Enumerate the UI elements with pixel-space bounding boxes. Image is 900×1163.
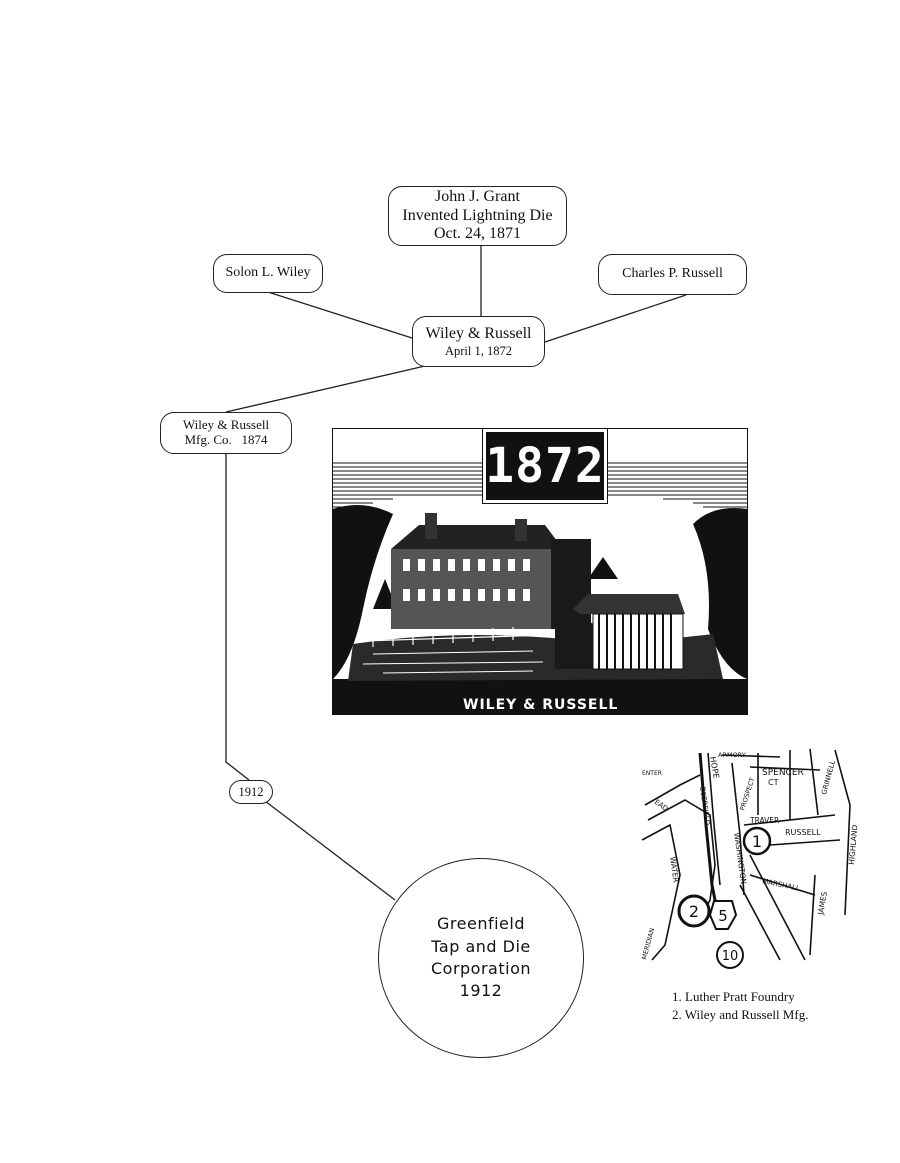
svg-text:1: 1 bbox=[752, 832, 762, 851]
street-james: JAMES bbox=[816, 891, 829, 917]
node-solon-wiley: Solon L. Wiley bbox=[213, 254, 323, 293]
node-john-grant: John J. Grant Invented Lightning Die Oct… bbox=[388, 186, 567, 246]
gtd-line4: 1912 bbox=[459, 981, 503, 1001]
street-enter: ENTER bbox=[642, 770, 662, 777]
node-charles-russell: Charles P. Russell bbox=[598, 254, 747, 295]
map-marker-10: 10 bbox=[716, 941, 744, 969]
node-greenfield-tap-die: Greenfield Tap and Die Corporation 1912 bbox=[378, 858, 584, 1058]
wiley-label: Solon L. Wiley bbox=[225, 265, 311, 281]
gtd-line1: Greenfield bbox=[437, 914, 525, 934]
street-water: WATER bbox=[668, 856, 681, 883]
y1912-label: 1912 bbox=[238, 784, 264, 799]
map-marker-1: 1 bbox=[742, 826, 772, 856]
wrmfg-line2: Mfg. Co. 1874 bbox=[184, 432, 268, 447]
link-1912-gtd bbox=[264, 800, 396, 901]
wrmfg-line1: Wiley & Russell bbox=[182, 417, 270, 433]
street-ct: CT bbox=[768, 778, 779, 787]
gtd-line2: Tap and Die bbox=[431, 936, 531, 956]
map-marker-2: 2 bbox=[677, 894, 711, 928]
link-russell-wr bbox=[544, 294, 687, 343]
legend-item-2: 2. Wiley and Russell Mfg. bbox=[672, 1006, 809, 1022]
link-wr-wrmfg bbox=[225, 365, 426, 413]
year-1872-badge: 1872 bbox=[482, 429, 608, 504]
factory-drawing bbox=[333, 462, 747, 714]
street-hope: HOPE bbox=[708, 756, 721, 779]
street-mead: EAD bbox=[653, 798, 670, 813]
svg-text:10: 10 bbox=[722, 949, 739, 964]
grant-date: Oct. 24, 1871 bbox=[433, 225, 522, 243]
street-deerfield: DEERFIELD bbox=[698, 786, 711, 826]
node-wiley-russell: Wiley & Russell April 1, 1872 bbox=[412, 316, 545, 367]
wr-date: April 1, 1872 bbox=[444, 343, 512, 358]
street-marshall: MARSHALL bbox=[762, 877, 801, 893]
grant-name: John J. Grant bbox=[435, 188, 520, 206]
factory-illustration: 1872 WILEY & RUSSELL bbox=[332, 428, 748, 715]
map-legend: 1. Luther Pratt Foundry 2. Wiley and Rus… bbox=[672, 988, 808, 1023]
svg-text:2: 2 bbox=[689, 902, 699, 921]
svg-text:5: 5 bbox=[718, 907, 728, 925]
wr-name: Wiley & Russell bbox=[425, 325, 532, 343]
russell-label: Charles P. Russell bbox=[622, 266, 723, 282]
node-wiley-russell-mfg: Wiley & Russell Mfg. Co. 1874 bbox=[160, 412, 292, 454]
grant-invention: Invented Lightning Die bbox=[402, 206, 553, 224]
link-wrmfg-1912 bbox=[225, 454, 250, 781]
street-russell: RUSSELL bbox=[785, 828, 821, 837]
street-grinnell: GRINNELL bbox=[820, 759, 837, 795]
street-highland: HIGHLAND bbox=[847, 824, 858, 865]
street-traver: TRAVER bbox=[749, 816, 779, 825]
map-marker-5: 5 bbox=[708, 900, 738, 930]
illustration-caption: WILEY & RUSSELL bbox=[463, 697, 619, 713]
street-armory: ARMORY bbox=[718, 751, 746, 759]
link-wiley-wr bbox=[267, 291, 413, 339]
node-1912: 1912 bbox=[229, 780, 273, 804]
street-prospect: PROSPECT bbox=[738, 777, 756, 812]
street-meridian: MERIDIAN bbox=[640, 927, 656, 960]
legend-item-1: 1. Luther Pratt Foundry bbox=[672, 989, 795, 1004]
street-map: 1 2 5 10 ARMORY ENTER HOPE SPENCER CT PR… bbox=[640, 748, 858, 969]
street-spencer: SPENCER bbox=[762, 768, 804, 778]
gtd-line3: Corporation bbox=[430, 959, 531, 978]
